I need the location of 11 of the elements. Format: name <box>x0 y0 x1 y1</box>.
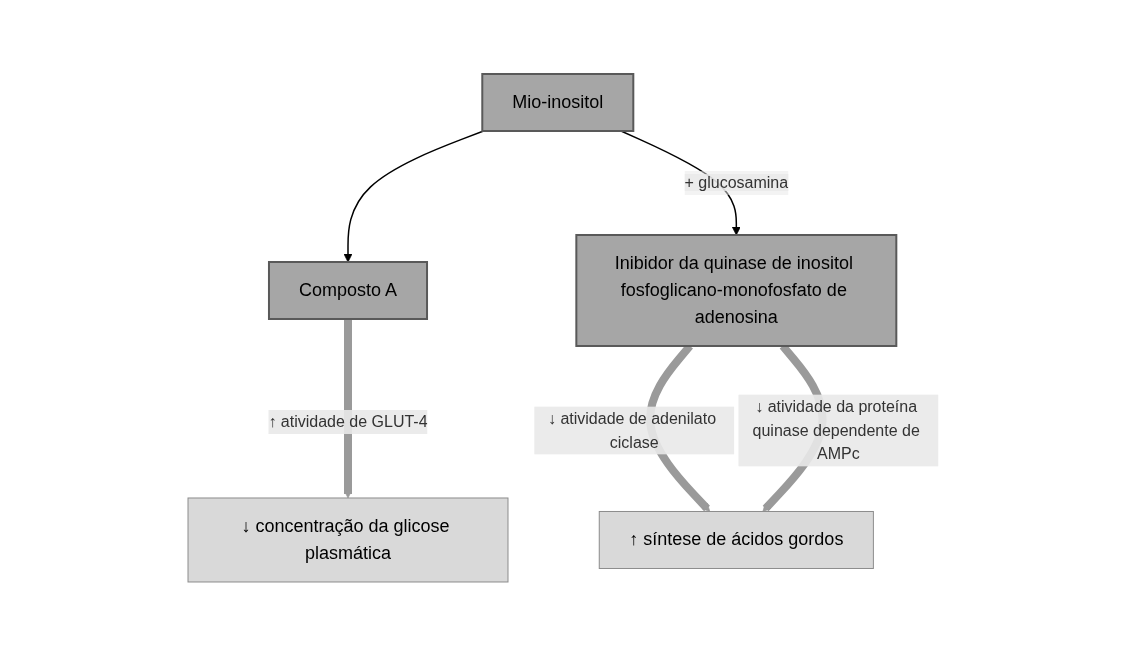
edge-label: + glucosamina <box>684 173 788 191</box>
arrow <box>343 318 353 498</box>
node-box: ↓ concentração da glicose plasmática <box>187 497 509 582</box>
edge-label: ↑ atividade de GLUT-4 <box>268 412 428 430</box>
edge-label: ↓ atividade de adenilato ciclase <box>547 409 716 450</box>
node-box: Mio-inositol <box>481 72 635 132</box>
node-box: Composto A <box>267 260 428 320</box>
node-box: Inibidor da quinase de inositol fosfoglicano-monofosfato de adenosina <box>575 233 898 347</box>
node-box: ↑ síntese de ácidos gordos <box>598 510 874 569</box>
arrow <box>343 129 485 262</box>
edge-label: ↓ atividade da proteína quinase dependente de AMPc <box>752 397 920 462</box>
